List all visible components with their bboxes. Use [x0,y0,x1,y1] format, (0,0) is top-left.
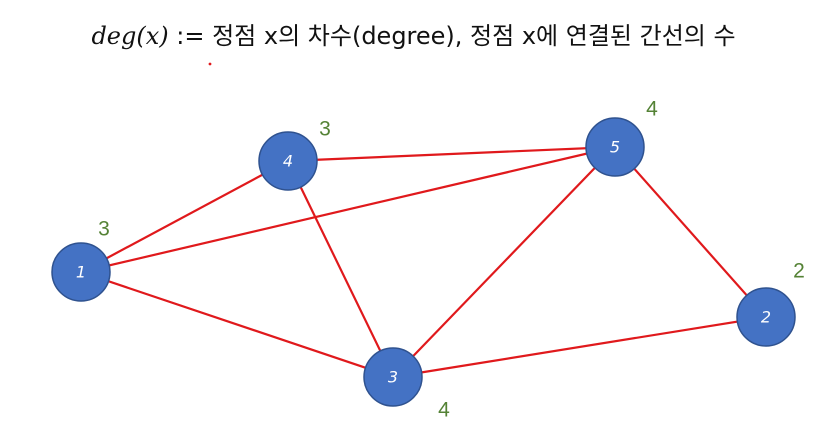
degree-definition: := 정점 x의 차수(degree), 정점 x에 연결된 간선의 수 [168,22,736,50]
edge-1-4 [80,160,289,273]
edge-4-5 [287,145,616,163]
node-label-1: 1 [76,263,86,282]
degree-label-5: 4 [646,98,658,121]
degree-label-2: 2 [793,260,805,283]
node-2: 2 [736,287,796,347]
degree-label-4: 3 [319,118,331,141]
node-circle-3 [363,347,423,407]
node-layer: 1 2 3 4 5 [51,117,796,407]
node-circle-5 [585,117,645,177]
edge-layer [80,145,767,379]
diagram-title: deg(x) := 정점 x의 차수(degree), 정점 x에 연결된 간선… [0,16,827,51]
edge-1-3 [80,270,394,379]
degree-label-3: 4 [438,399,450,422]
degree-label-1: 3 [98,218,110,241]
edge-4-3 [287,160,394,378]
node-5: 5 [585,117,645,177]
node-circle-4 [258,131,318,191]
node-label-3: 3 [388,368,398,387]
node-label-5: 5 [610,138,620,157]
node-circle-1 [51,242,111,302]
edge-1-5 [80,145,616,274]
node-circle-2 [736,287,796,347]
node-4: 4 [258,131,318,191]
red-dot-mark [208,62,212,66]
node-3: 3 [363,347,423,407]
edge-3-2 [392,315,767,379]
degree-formula: deg(x) [91,22,169,50]
edge-5-3 [392,146,616,378]
degree-label-layer: 3 2 4 3 4 [98,98,805,422]
node-label-4: 4 [283,152,293,171]
node-label-2: 2 [761,308,771,327]
node-1: 1 [51,242,111,302]
edge-5-2 [614,146,767,318]
